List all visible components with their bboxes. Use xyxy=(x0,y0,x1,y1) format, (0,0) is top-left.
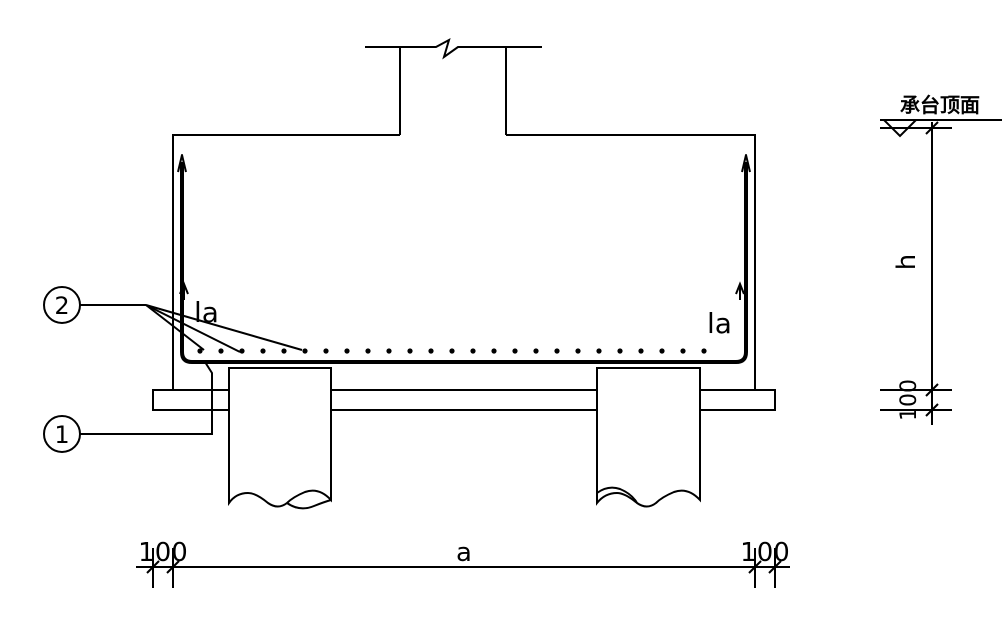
callout-1: 1 xyxy=(43,415,81,453)
pile-cap-outline xyxy=(172,134,756,390)
column-stub xyxy=(365,37,542,135)
distribution-bar-dot xyxy=(344,348,350,354)
distribution-bar-dot xyxy=(260,348,266,354)
distribution-bar-dot xyxy=(533,348,539,354)
cap-top-label: 承台顶面 xyxy=(900,93,980,117)
callout-1-number: 1 xyxy=(54,421,69,449)
dimension-100-left: 100 xyxy=(138,538,188,568)
cap-top-level-marker xyxy=(880,119,1002,138)
distribution-bar-dot xyxy=(428,348,434,354)
distribution-bar-dot xyxy=(575,348,581,354)
anchorage-length-label-right: la xyxy=(707,307,732,340)
distribution-bar-dot xyxy=(617,348,623,354)
distribution-bar-dot xyxy=(554,348,560,354)
anchorage-length-label-left: la xyxy=(194,296,219,329)
distribution-bar-dot xyxy=(197,348,203,354)
callout-2-leaders xyxy=(80,304,303,353)
side-dimension-line xyxy=(880,121,952,425)
distribution-bar-dot xyxy=(302,348,308,354)
callout-2: 2 xyxy=(43,286,81,324)
distribution-bar-dot xyxy=(491,348,497,354)
dimension-100-right: 100 xyxy=(740,538,790,568)
distribution-bar-dot xyxy=(365,348,371,354)
distribution-bar-dot xyxy=(239,348,245,354)
anchorage-arrows xyxy=(179,281,745,300)
distribution-bar-dot xyxy=(470,348,476,354)
distribution-bar-dot xyxy=(659,348,665,354)
main-rebar xyxy=(177,154,751,364)
dimension-a: a xyxy=(456,538,472,568)
distribution-bar-dot xyxy=(680,348,686,354)
distribution-bar-dot xyxy=(323,348,329,354)
distribution-bar-dot xyxy=(407,348,413,354)
distribution-bar-dot xyxy=(449,348,455,354)
distribution-bars xyxy=(197,348,707,354)
height-dimension-label: h xyxy=(892,254,922,270)
pile-left xyxy=(228,367,332,510)
distribution-bar-dot xyxy=(596,348,602,354)
distribution-bar-dot xyxy=(218,348,224,354)
blinding-thickness-label: 100 xyxy=(897,379,922,421)
callout-1-leader xyxy=(80,361,213,435)
distribution-bar-dot xyxy=(386,348,392,354)
distribution-bar-dot xyxy=(701,348,707,354)
distribution-bar-dot xyxy=(638,348,644,354)
bottom-dimension-line xyxy=(136,548,790,588)
callout-2-number: 2 xyxy=(54,292,69,320)
pile-right xyxy=(596,367,701,508)
distribution-bar-dot xyxy=(512,348,518,354)
distribution-bar-dot xyxy=(281,348,287,354)
